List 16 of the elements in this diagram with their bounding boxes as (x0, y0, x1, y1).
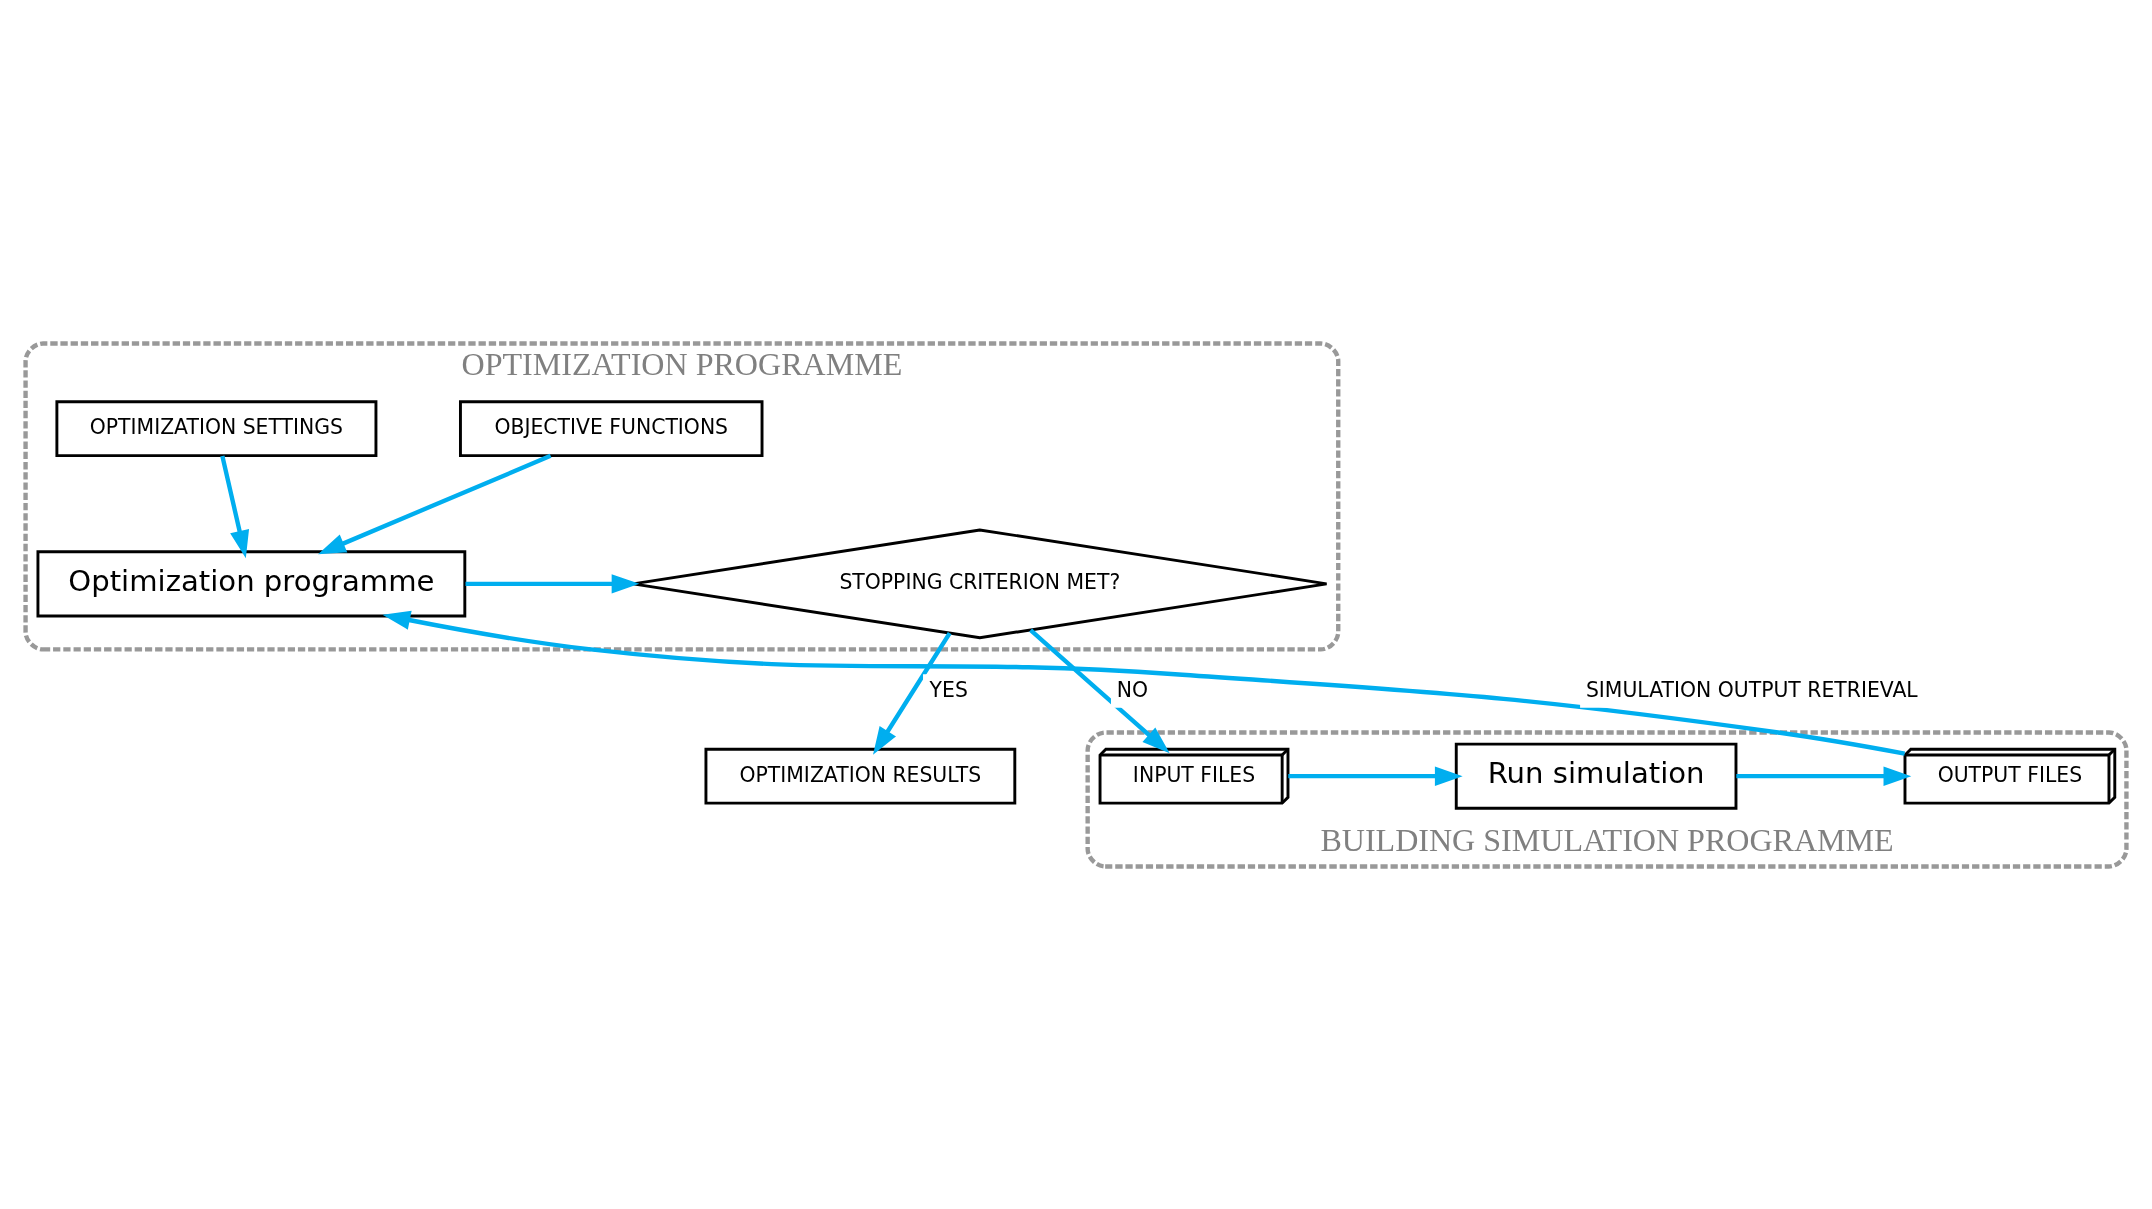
arrow (318, 453, 552, 554)
arrow (382, 610, 1906, 756)
arrow (220, 455, 250, 558)
arrow (873, 631, 952, 755)
node-box: Optimization programme (36, 549, 467, 617)
node-box: OPTIMIZATION SETTINGS (55, 399, 378, 457)
arrow (1736, 766, 1912, 786)
arrow (1029, 628, 1170, 753)
node-box: OPTIMIZATION RESULTS (704, 747, 1017, 805)
node-box: Run simulation (1454, 742, 1738, 810)
edge-label: NO (1116, 677, 1149, 702)
node-box: OBJECTIVE FUNCTIONS (459, 399, 764, 457)
arrow (465, 573, 640, 594)
edge-label: YES (929, 677, 968, 702)
edge-label: SIMULATION OUTPUT RETRIEVAL (1585, 677, 1918, 702)
arrow (1288, 766, 1463, 786)
